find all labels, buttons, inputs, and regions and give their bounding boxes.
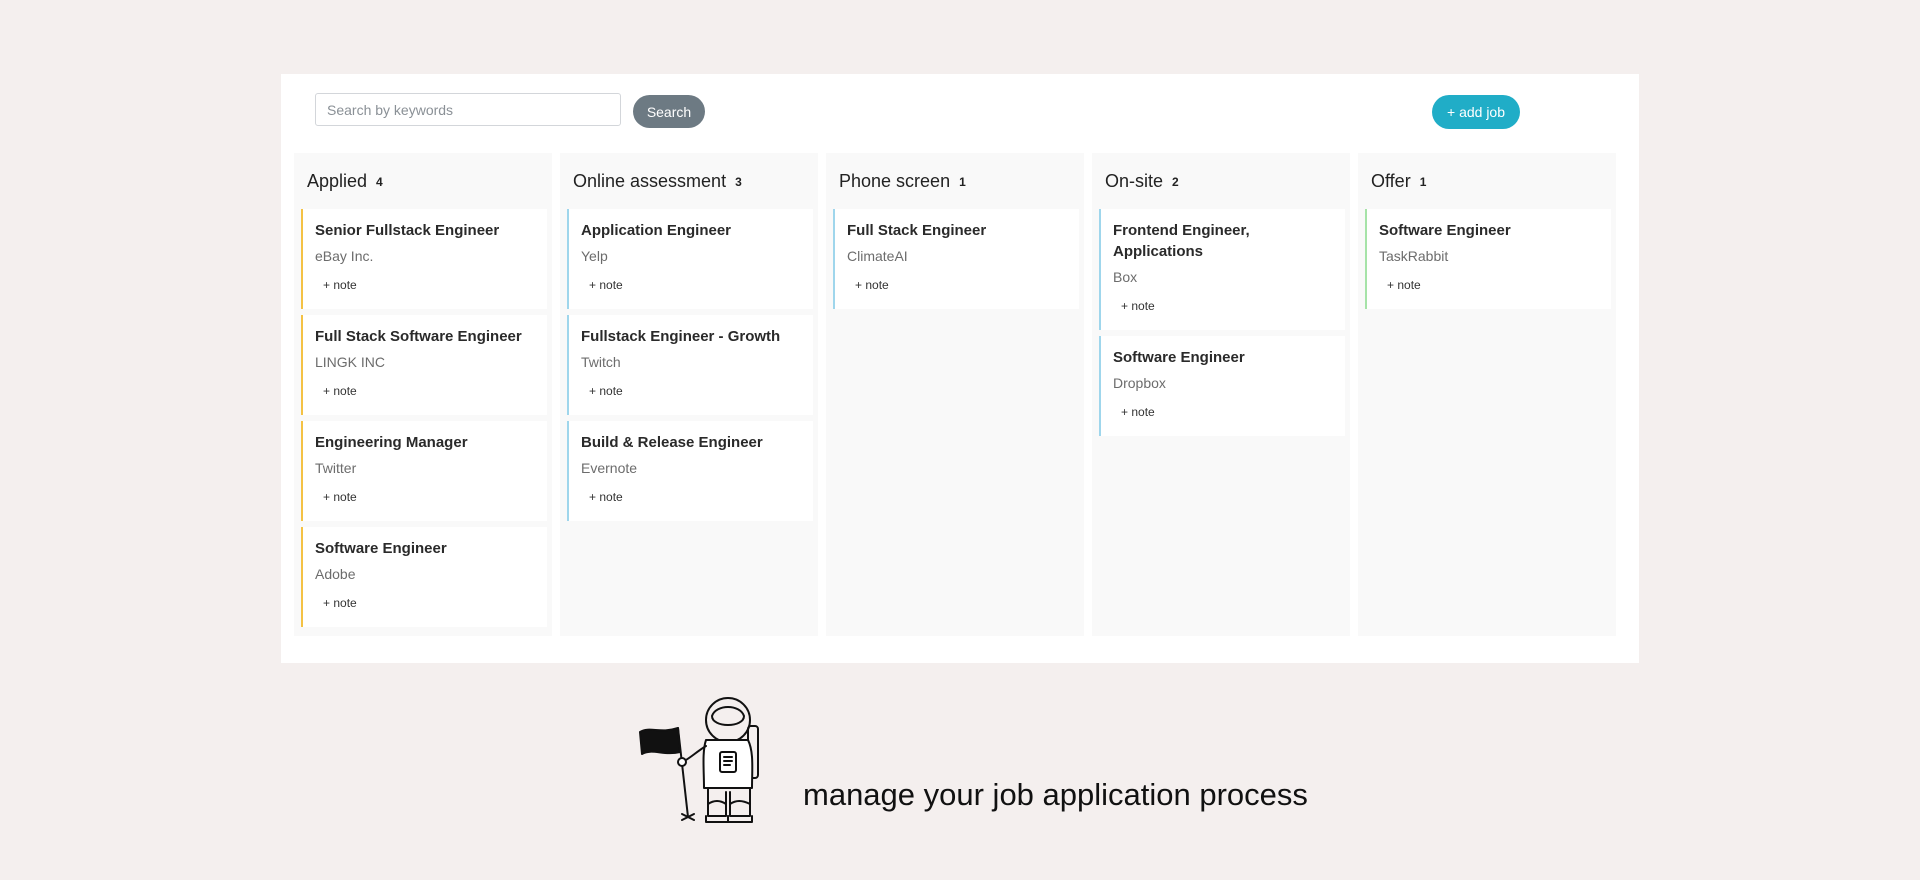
column-count-badge: 2 xyxy=(1172,175,1179,189)
add-note-button[interactable]: + note xyxy=(1121,405,1155,419)
job-title: Fullstack Engineer - Growth xyxy=(581,328,781,345)
column-header: Online assessment 3 xyxy=(567,153,813,209)
job-card[interactable]: Software Engineer TaskRabbit + note xyxy=(1365,209,1611,309)
column-phone-screen: Phone screen 1 Full Stack Engineer Clima… xyxy=(826,153,1084,636)
company-name: LINGK INC xyxy=(315,354,386,370)
search-button[interactable]: Search xyxy=(633,95,705,128)
job-title: Application Engineer xyxy=(581,222,732,239)
column-count-badge: 4 xyxy=(376,175,383,189)
job-title: Full Stack Software Engineer xyxy=(315,328,522,345)
add-note-button[interactable]: + note xyxy=(1121,299,1155,313)
job-title: Build & Release Engineer xyxy=(581,434,763,451)
company-name: Box xyxy=(1113,269,1138,285)
job-card[interactable]: Fullstack Engineer - Growth Twitch + not… xyxy=(567,315,813,415)
job-card[interactable]: Software Engineer Dropbox + note xyxy=(1099,336,1345,436)
column-applied: Applied 4 Senior Fullstack Engineer eBay… xyxy=(294,153,552,636)
column-title: Phone screen xyxy=(839,170,951,191)
job-title: Full Stack Engineer xyxy=(847,222,987,239)
column-online-assessment: Online assessment 3 Application Engineer… xyxy=(560,153,818,636)
job-title: Senior Fullstack Engineer xyxy=(315,222,500,239)
column-header: Offer 1 xyxy=(1365,153,1611,209)
column-title: On-site xyxy=(1105,170,1164,191)
job-card[interactable]: Software Engineer Adobe + note xyxy=(301,527,547,627)
add-note-button[interactable]: + note xyxy=(589,278,623,292)
add-note-button[interactable]: + note xyxy=(1387,278,1421,292)
job-board: Search + add job Applied 4 Senior Fullst… xyxy=(281,74,1639,663)
company-name: Yelp xyxy=(581,248,608,264)
column-header: Phone screen 1 xyxy=(833,153,1079,209)
tagline: manage your job application process xyxy=(803,777,1308,812)
column-title: Applied xyxy=(307,170,368,191)
job-title: Engineering Manager xyxy=(315,434,468,451)
add-note-button[interactable]: + note xyxy=(589,490,623,504)
job-title: Frontend Engineer, Applications xyxy=(1113,222,1250,260)
column-count-badge: 1 xyxy=(1419,175,1427,189)
column-count-badge: 1 xyxy=(959,175,966,189)
job-title: Software Engineer xyxy=(315,540,447,557)
search-input[interactable] xyxy=(315,93,621,126)
job-card[interactable]: Build & Release Engineer Evernote + note xyxy=(567,421,813,521)
company-name: Twitch xyxy=(581,354,621,370)
job-card[interactable]: Full Stack Engineer ClimateAI + note xyxy=(833,209,1079,309)
job-card[interactable]: Senior Fullstack Engineer eBay Inc. + no… xyxy=(301,209,547,309)
add-note-button[interactable]: + note xyxy=(323,490,357,504)
column-header: Applied 4 xyxy=(301,153,547,209)
job-card[interactable]: Full Stack Software Engineer LINGK INC +… xyxy=(301,315,547,415)
job-card[interactable]: Engineering Manager Twitter + note xyxy=(301,421,547,521)
company-name: Dropbox xyxy=(1113,375,1166,391)
company-name: TaskRabbit xyxy=(1379,248,1449,264)
column-title: Online assessment xyxy=(573,170,727,191)
job-card[interactable]: Application Engineer Yelp + note xyxy=(567,209,813,309)
add-note-button[interactable]: + note xyxy=(323,596,357,610)
company-name: Adobe xyxy=(315,566,356,582)
company-name: Evernote xyxy=(581,460,638,476)
company-name: ClimateAI xyxy=(847,248,908,264)
add-job-button[interactable]: + add job xyxy=(1432,95,1520,129)
add-note-button[interactable]: + note xyxy=(589,384,623,398)
column-count-badge: 3 xyxy=(735,175,742,189)
astronaut-with-flag-icon xyxy=(639,697,759,823)
column-title: Offer xyxy=(1371,170,1411,191)
column-offer: Offer 1 Software Engineer TaskRabbit + n… xyxy=(1358,153,1616,636)
column-header: On-site 2 xyxy=(1099,153,1345,209)
kanban-columns: Applied 4 Senior Fullstack Engineer eBay… xyxy=(294,153,1616,636)
company-name: eBay Inc. xyxy=(315,248,374,264)
column-on-site: On-site 2 Frontend Engineer, Application… xyxy=(1092,153,1350,636)
job-title: Software Engineer xyxy=(1379,222,1511,239)
company-name: Twitter xyxy=(315,460,357,476)
add-note-button[interactable]: + note xyxy=(323,384,357,398)
job-title: Software Engineer xyxy=(1113,349,1245,366)
add-note-button[interactable]: + note xyxy=(855,278,889,292)
job-card[interactable]: Frontend Engineer, Applications Box + no… xyxy=(1099,209,1345,330)
add-note-button[interactable]: + note xyxy=(323,278,357,292)
footer: manage your job application process xyxy=(638,696,1308,824)
